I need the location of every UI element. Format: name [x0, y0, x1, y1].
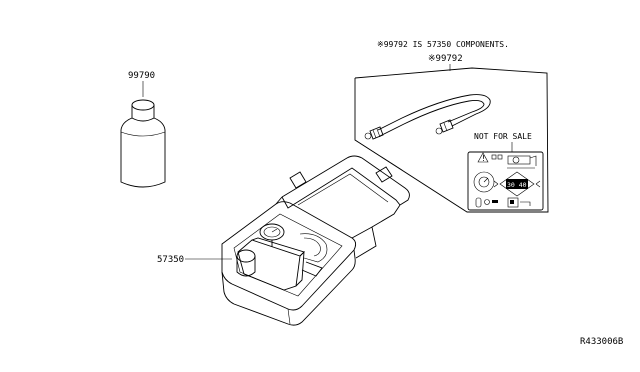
kit-part-number: 57350: [157, 255, 184, 265]
hose-part-number: ※99792: [428, 54, 463, 64]
svg-text:!: !: [481, 154, 486, 163]
bottle-part-number: 99790: [128, 71, 155, 81]
air-hose: [364, 94, 491, 140]
sealant-bottle: [120, 99, 166, 188]
hose-component-note: ※99792 IS 57350 COMPONENTS.: [377, 40, 509, 49]
repair-kit-case: [221, 155, 410, 326]
not-for-sale-label: NOT FOR SALE: [474, 132, 532, 141]
instruction-sticker: ! 30 40: [467, 151, 544, 211]
sticker-pressure-reading: 30 40: [507, 181, 527, 189]
hose-callout-box: [354, 67, 549, 213]
diagram-code: R433006B: [580, 337, 623, 347]
